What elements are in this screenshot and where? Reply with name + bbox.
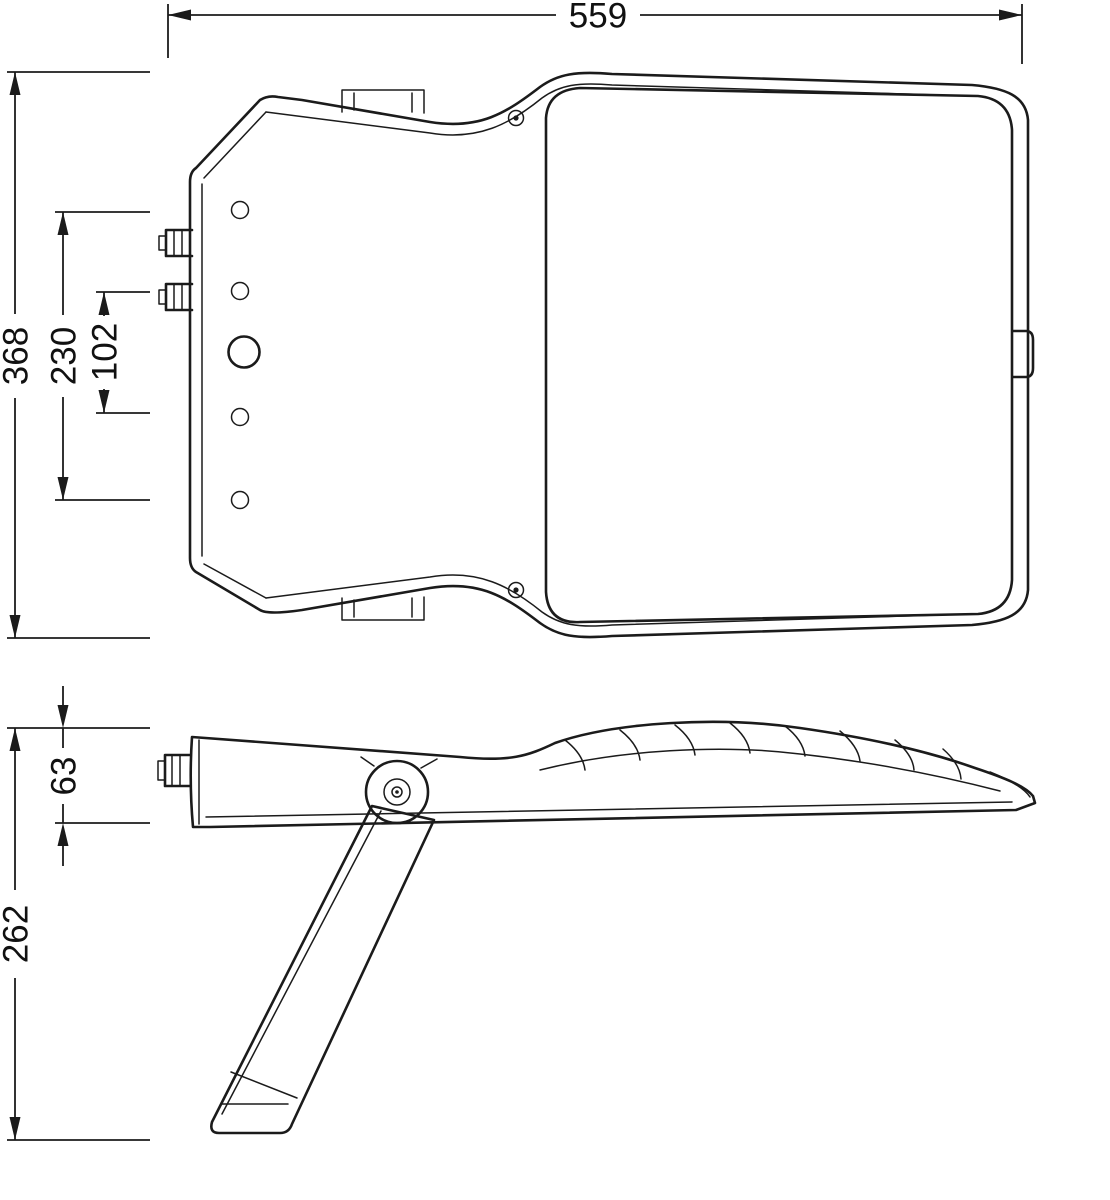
arrowhead-up [9, 72, 21, 95]
arrowhead-down [9, 1117, 21, 1140]
mounting-hole [230, 407, 250, 427]
cable-gland-side-view [157, 753, 192, 788]
dimension-label-height: 368 [0, 327, 36, 385]
arrowhead-down [98, 390, 110, 413]
arrowhead-up [9, 728, 21, 751]
pivot-mid-circle [383, 778, 411, 806]
top-view-drawing [158, 71, 1035, 639]
pivot-center-dot [395, 790, 399, 794]
leg-outline [210, 804, 436, 1135]
bottom-mounting-tab-inner [353, 597, 413, 618]
dimension-368: 368 [0, 71, 150, 639]
side-view-outer-outline [189, 720, 1037, 829]
pivot-inner-circle [391, 786, 403, 798]
mounting-hole [230, 200, 250, 220]
heatsink-ribs [564, 722, 962, 780]
dimension-63: 63 [45, 686, 150, 866]
top-view-inner-top-edge [265, 83, 971, 136]
mounting-hole [230, 490, 250, 510]
dimension-559: 559 [167, 0, 1023, 64]
mounting-leg [210, 804, 436, 1135]
dimension-label-depth: 262 [0, 905, 36, 963]
top-view-outer-outline [188, 71, 1030, 639]
arrowhead-down [9, 615, 21, 638]
arrowhead-left [168, 9, 191, 21]
heatsink-inner-line [539, 748, 1001, 792]
dimension-label-thickness: 63 [45, 757, 84, 796]
side-view-drawing [157, 720, 1037, 1135]
mounting-holes [227, 200, 261, 510]
front-lens-edge [989, 771, 1031, 798]
screw-bottom [507, 581, 525, 599]
top-view-bracket-diagonal-bottom [203, 563, 267, 599]
top-view-inner-bottom-edge [265, 574, 971, 627]
top-mounting-tab [341, 89, 425, 114]
dimension-label-inner-span: 102 [86, 323, 125, 381]
arrowhead-down [57, 477, 69, 500]
top-view-bracket-diagonal-top [203, 111, 267, 179]
side-view-bottom-inner-line [205, 801, 1013, 818]
arrowhead-up [98, 292, 110, 315]
dimension-230: 230 [45, 211, 150, 501]
top-mounting-tab-inner [353, 92, 413, 113]
cable-gland-top-view-1 [158, 228, 194, 258]
bottom-mounting-tab [341, 596, 425, 621]
leg-inner-edge [221, 810, 382, 1115]
cable-gland-top-view-2 [158, 282, 194, 312]
lens-panel [544, 86, 1014, 624]
right-edge-clip [1011, 329, 1035, 379]
dimension-102: 102 [86, 291, 150, 414]
mounting-hole-center [227, 335, 261, 369]
arrowhead-down-outside [57, 705, 69, 728]
dimension-label-width: 559 [569, 0, 627, 36]
dimension-262: 262 [0, 727, 150, 1141]
pivot-joint [360, 756, 438, 825]
foot-crease-line [230, 1071, 298, 1099]
pivot-outer-circle [364, 759, 430, 825]
arrowhead-up-outside [57, 823, 69, 846]
dimension-label-mount-span: 230 [45, 327, 84, 385]
arrowhead-right [999, 9, 1022, 21]
screw-top [507, 109, 525, 127]
arrowhead-up [57, 212, 69, 235]
mounting-hole [230, 281, 250, 301]
